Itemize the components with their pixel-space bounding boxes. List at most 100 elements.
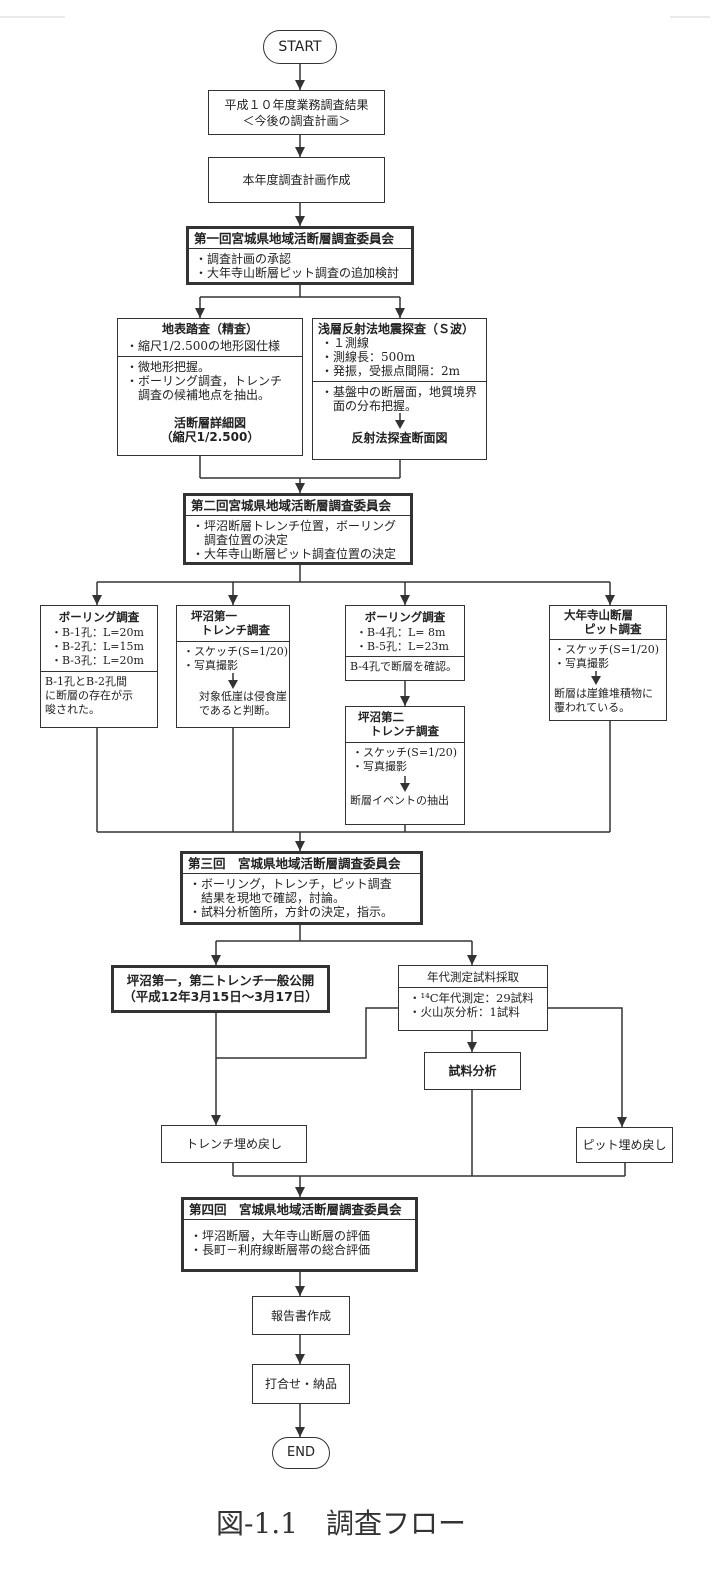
end-terminal: END (272, 1437, 330, 1469)
divider (177, 641, 289, 642)
dating-box: 年代測定試料採取 ・¹⁴C年代測定：29試料 ・火山灰分析：1試料 (398, 965, 548, 1031)
connector-committee2-split (97, 565, 610, 583)
pit-result-line: 覆われている。 (554, 701, 631, 714)
plan-box: 本年度調査計画作成 (208, 157, 385, 203)
figure-caption: 図-1.1 調査フロー (216, 1507, 466, 1540)
committee2-item: ・坪沼断層トレンチ位置，ボーリング (192, 519, 397, 533)
plan-label: 本年度調査計画作成 (242, 173, 351, 187)
boring-1-title: ボーリング調査 (58, 610, 140, 624)
committee2-item: ・大年寺山断層ピット調査位置の決定 (192, 547, 397, 561)
field-survey-item: ・微地形把握。 (126, 360, 211, 374)
arrow-to-pit-backfill (548, 1007, 627, 1127)
previous-results-line: 平成１０年度業務調査結果 (224, 97, 369, 112)
previous-results-box: 平成１０年度業務調査結果 ＜今後の調査計画＞ (208, 90, 385, 135)
dating-item: ・¹⁴C年代測定：29試料 (409, 991, 534, 1005)
field-survey-box: 地表踏査（精査） ・縮尺1/2.500の地形図仕様 ・微地形把握。 ・ボーリング… (117, 318, 303, 456)
connector-committee3-split (216, 925, 472, 942)
divider (346, 656, 464, 657)
public-open-title: 坪沼第一，第二トレンチ一般公開 (126, 973, 315, 988)
seismic-survey-output: 反射法探査断面図 (351, 431, 448, 445)
connector-dating-to-trench-line (216, 1007, 398, 1059)
down-arrow-icon (177, 673, 289, 689)
boring-1-result-line: 唆された。 (45, 703, 100, 716)
field-survey-title: 地表踏査（精査） (161, 322, 258, 336)
committee4-items: ・坪沼断層，大年寺山断層の評価 ・長町－利府線断層帯の総合評価 (184, 1220, 415, 1257)
pit-backfill-box: ピット埋め戻し (576, 1127, 673, 1163)
committee1-box: 第一回宮城県地域活断層調査委員会 ・調査計画の承認 ・大年寺山断層ピット調査の追… (186, 226, 414, 285)
committee4-item: ・坪沼断層，大年寺山断層の評価 (190, 1229, 371, 1243)
committee3-item: ・試料分析箇所，方針の決定，指示。 (189, 905, 394, 919)
committee3-item: 結果を現地で確認，討論。 (201, 891, 346, 905)
connector-committee1-split (200, 285, 400, 298)
committee3-title: 第三回 宮城県地域活断層調査委員会 (183, 854, 420, 874)
trench-1-method: ・スケッチ(S=1/20) (183, 645, 289, 658)
pit-result-line: 断層は崖錐堆積物に (554, 687, 653, 700)
field-survey-items: ・微地形把握。 ・ボーリング調査，トレンチ 調査の候補地点を抽出。 (118, 357, 302, 402)
trench-1-title: 坪沼第一 (191, 609, 237, 623)
trench-1-result-line: 対象低崖は侵食崖 (199, 690, 287, 703)
trench-1-method: ・写真撮影 (183, 659, 238, 672)
divider (550, 639, 666, 640)
boring-1-box: ボーリング調査 ・B-1孔：L=20m ・B-2孔：L=15m ・B-3孔：L=… (40, 605, 158, 728)
field-survey-spec: ・縮尺1/2.500の地形図仕様 (126, 339, 281, 353)
trench-2-result: 断層イベントの抽出 (350, 794, 449, 807)
boring-2-specs: ・B-4孔：L= 8m ・B-5孔：L=23m (346, 624, 464, 656)
boring-1-result-line: に断層の存在が示 (45, 689, 133, 702)
pit-title: 大年寺山断層 (564, 608, 633, 622)
boring-2-box: ボーリング調査 ・B-4孔：L= 8m ・B-5孔：L=23m B-4孔で断層を… (345, 605, 465, 681)
boring-1-spec: ・B-3孔：L=20m (51, 654, 144, 667)
pit-box: 大年寺山断層 ピット調査 ・スケッチ(S=1/20) ・写真撮影 断層は崖錐堆積… (549, 605, 667, 721)
trench-backfill-label: トレンチ埋め戻し (185, 1137, 282, 1151)
report-label: 報告書作成 (270, 1308, 331, 1323)
seismic-survey-items: ・基盤中の断層面，地質境界 面の分布把握。 (313, 382, 486, 413)
dating-title: 年代測定試料採取 (427, 970, 519, 984)
public-open-dates: （平成12年3月15日～3月17日） (123, 989, 318, 1004)
down-arrow-icon (313, 413, 486, 429)
boring-2-spec: ・B-5孔：L=23m (356, 640, 449, 653)
analysis-box: 試料分析 (424, 1052, 521, 1090)
start-label: START (278, 39, 322, 55)
trench-2-method: ・写真撮影 (352, 760, 407, 773)
previous-results-line: ＜今後の調査計画＞ (242, 113, 351, 128)
pit-backfill-label: ピット埋め戻し (582, 1138, 667, 1152)
pit-result: 断層は崖錐堆積物に 覆われている。 (550, 685, 666, 715)
trench-1-result: 対象低崖は侵食崖 であると判断。 (177, 689, 289, 718)
committee2-title: 第二回宮城県地域活断層調査委員会 (186, 496, 410, 516)
seismic-survey-item: ・基盤中の断層面，地質境界 (321, 385, 478, 399)
field-survey-output: 活断層詳細図 (173, 416, 246, 430)
divider (313, 381, 486, 382)
trench-2-method: ・スケッチ(S=1/20) (352, 746, 458, 759)
trench-2-title: 坪沼第二 (358, 710, 404, 724)
start-terminal: START (263, 30, 337, 64)
seismic-survey-title: 浅層反射法地震探査（Ｓ波） (318, 322, 475, 336)
pit-methods: ・スケッチ(S=1/20) ・写真撮影 (550, 640, 666, 671)
public-open-box: 坪沼第一，第二トレンチ一般公開 （平成12年3月15日～3月17日） (111, 965, 330, 1013)
boring-2-result: B-4孔で断層を確認。 (350, 660, 458, 673)
boring-1-result: B-1孔とB-2孔間 に断層の存在が示 唆された。 (41, 672, 157, 717)
seismic-survey-spec: ・発振，受振点間隔：2m (321, 364, 461, 378)
committee4-item: ・長町－利府線断層帯の総合評価 (190, 1243, 371, 1257)
seismic-survey-specs: ・１測線 ・測線長：500m ・発振，受振点間隔：2m (313, 336, 486, 381)
report-box: 報告書作成 (252, 1296, 350, 1335)
trench-2-methods: ・スケッチ(S=1/20) ・写真撮影 (346, 743, 464, 774)
trench-1-box: 坪沼第一 トレンチ調査 ・スケッチ(S=1/20) ・写真撮影 対象低崖は侵食崖… (176, 605, 290, 728)
delivery-box: 打合せ・納品 (252, 1364, 350, 1404)
trench-1-subtitle: トレンチ調査 (201, 623, 270, 637)
divider (41, 671, 157, 672)
boring-1-result-line: B-1孔とB-2孔間 (45, 675, 128, 688)
committee1-item: ・調査計画の承認 (195, 252, 292, 266)
seismic-survey-item: 面の分布把握。 (333, 399, 418, 413)
boring-2-title: ボーリング調査 (364, 610, 446, 624)
trench-2-subtitle: トレンチ調査 (370, 724, 439, 738)
committee3-box: 第三回 宮城県地域活断層調査委員会 ・ボーリング，トレンチ，ピット調査 結果を現… (180, 851, 423, 925)
trench-1-methods: ・スケッチ(S=1/20) ・写真撮影 (177, 642, 289, 673)
boring-1-specs: ・B-1孔：L=20m ・B-2孔：L=15m ・B-3孔：L=20m (41, 624, 157, 671)
end-label: END (287, 1445, 315, 1460)
boring-1-spec: ・B-2孔：L=15m (51, 640, 144, 653)
down-arrow-icon (550, 671, 666, 685)
committee2-item: 調査位置の決定 (204, 533, 289, 547)
seismic-survey-spec: ・測線長：500m (321, 350, 416, 364)
dating-items: ・¹⁴C年代測定：29試料 ・火山灰分析：1試料 (399, 988, 547, 1019)
pit-method: ・スケッチ(S=1/20) (554, 643, 660, 656)
trench-backfill-box: トレンチ埋め戻し (161, 1125, 307, 1163)
